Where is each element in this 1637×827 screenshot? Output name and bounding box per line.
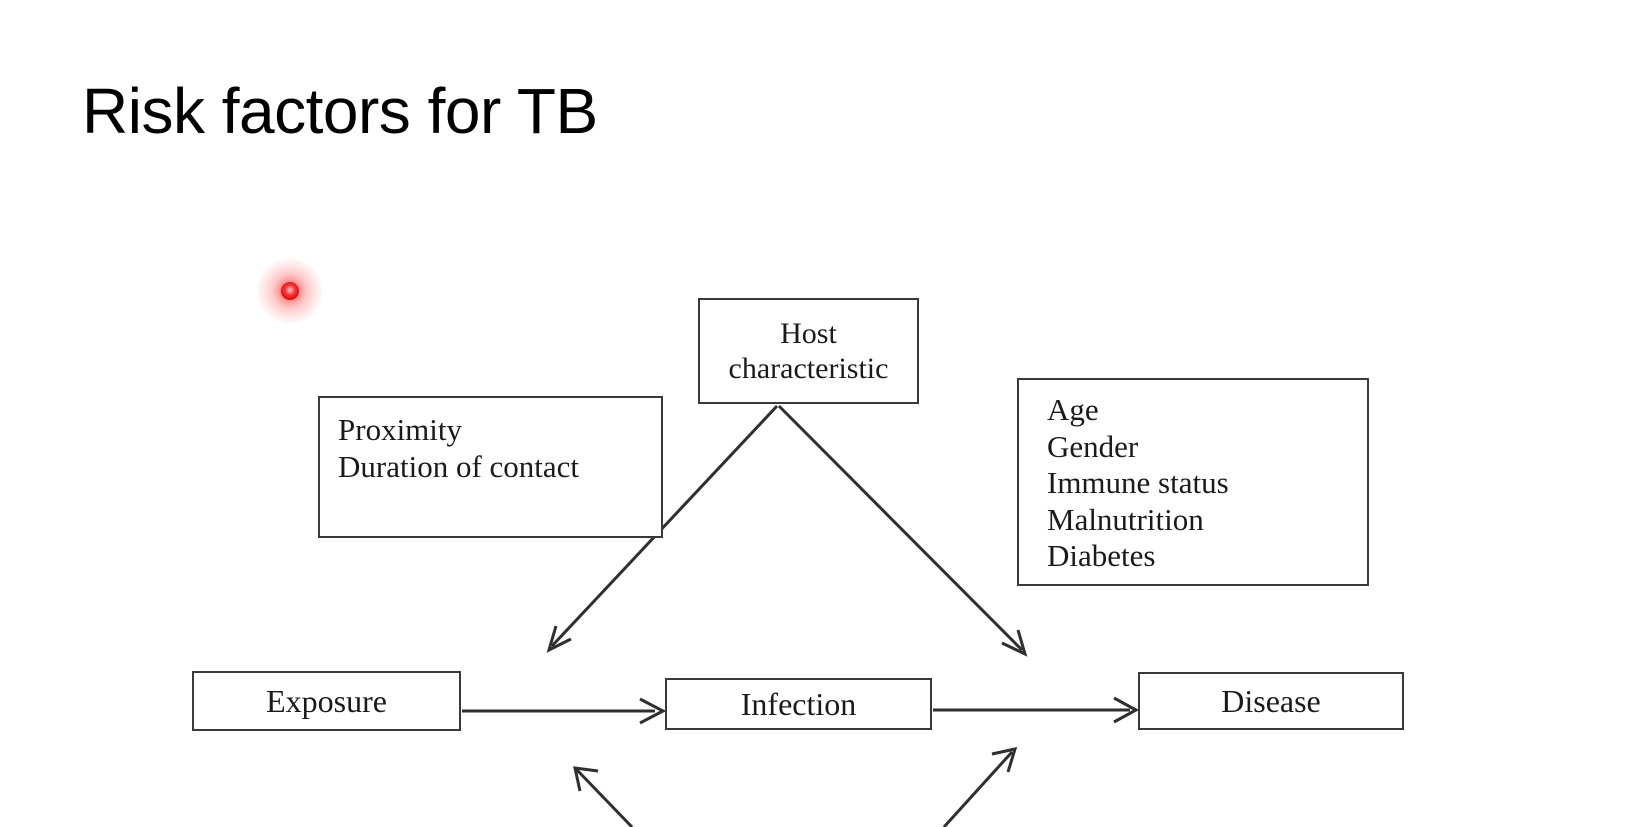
arrowhead-up-right-to-disease bbox=[991, 746, 1018, 773]
host-factor-age: Age bbox=[1047, 392, 1099, 427]
arrow-up-left-to-infection bbox=[575, 768, 634, 827]
host-factor-immune-status: Immune status bbox=[1047, 465, 1229, 501]
laser-pointer-core bbox=[281, 282, 299, 300]
host-factor-diabetes: Diabetes bbox=[1047, 538, 1156, 574]
node-exposure-label: Exposure bbox=[266, 682, 387, 719]
node-host-line-1: Host bbox=[780, 316, 837, 350]
node-exposure-factors[interactable]: Proximity Duration of contact bbox=[318, 396, 663, 538]
arrowhead-host-down-right bbox=[1001, 629, 1028, 657]
node-host-line-2: characteristic bbox=[728, 352, 889, 385]
arrow-up-right-to-disease bbox=[942, 750, 1014, 827]
node-host-factors-list[interactable]: Age Gender Immune status Malnutrition Di… bbox=[1017, 378, 1369, 586]
node-disease[interactable]: Disease bbox=[1138, 672, 1404, 730]
arrowhead-infection-to-disease bbox=[1113, 696, 1140, 724]
node-exposure[interactable]: Exposure bbox=[192, 671, 461, 731]
arrowhead-exposure-to-infection bbox=[639, 697, 667, 725]
exposure-factor-proximity: Proximity bbox=[338, 412, 463, 447]
host-factor-gender: Gender bbox=[1047, 428, 1139, 464]
node-disease-label: Disease bbox=[1221, 682, 1321, 719]
node-host-characteristic[interactable]: Host characteristic bbox=[698, 298, 919, 404]
exposure-factor-duration-of-contact: Duration of contact bbox=[338, 448, 580, 484]
arrowhead-host-down-left bbox=[546, 625, 572, 653]
arrow-host-down-right bbox=[777, 404, 1024, 652]
node-infection[interactable]: Infection bbox=[665, 678, 932, 730]
arrowhead-up-left-to-infection bbox=[573, 766, 599, 792]
page-title: Risk factors for TB bbox=[82, 75, 598, 147]
host-factor-malnutrition: Malnutrition bbox=[1047, 501, 1204, 537]
node-infection-label: Infection bbox=[740, 685, 857, 722]
